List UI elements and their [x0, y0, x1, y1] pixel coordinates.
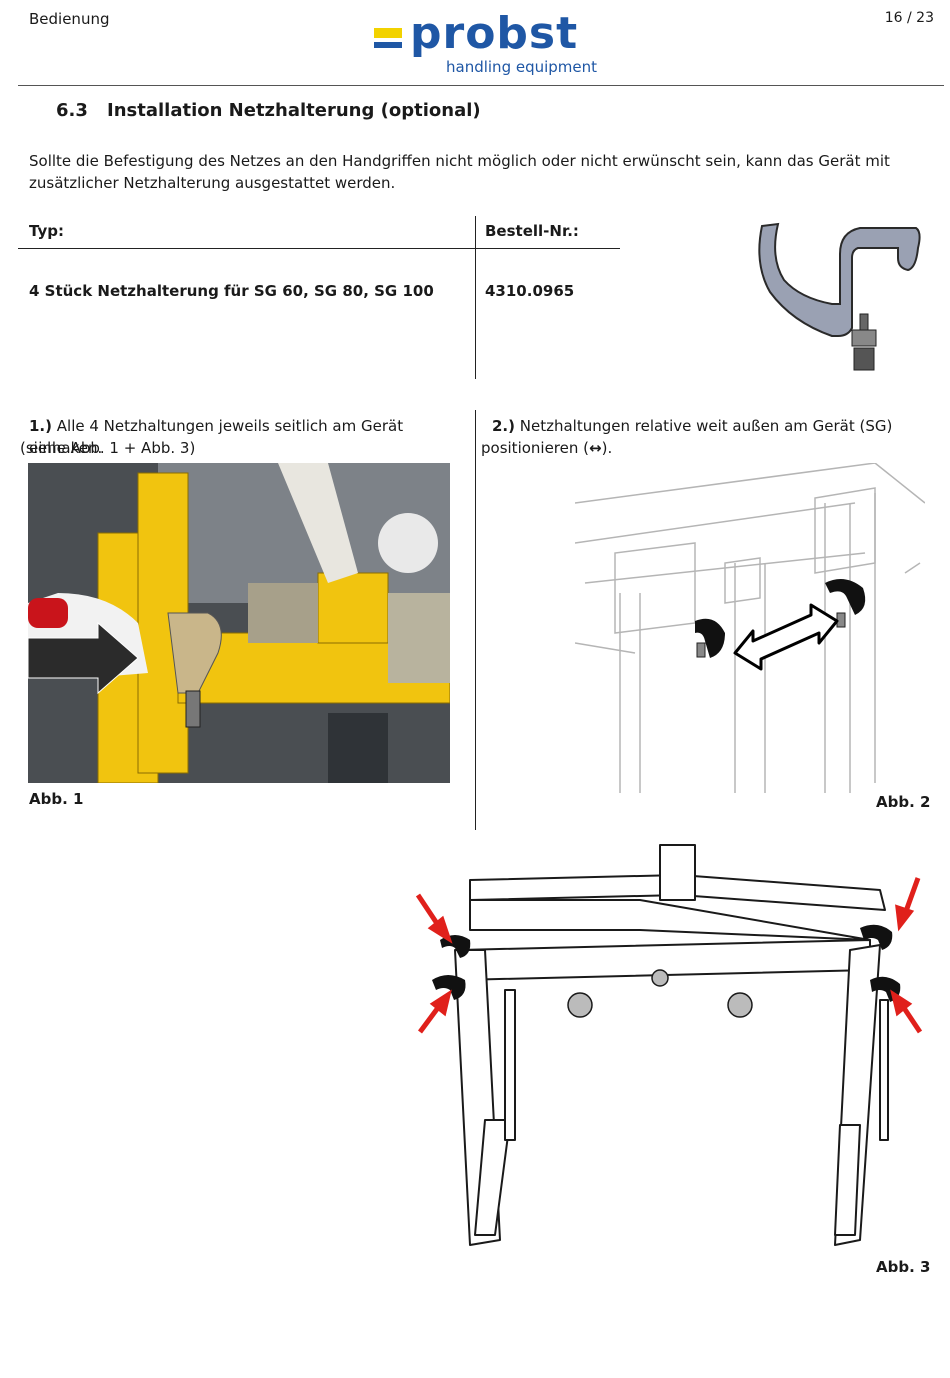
figure-3-drawing [415, 844, 923, 1246]
table-cell-order-no: 4310.0965 [485, 282, 575, 300]
step-2-text: Netzhaltungen relative weit außen am Ger… [515, 417, 893, 435]
section-title: Installation Netzhalterung (optional) [107, 100, 481, 121]
step-2-post: ). [601, 439, 613, 457]
figure-3-caption: Abb. 3 [876, 1258, 931, 1276]
figure-1-caption: Abb. 1 [29, 790, 84, 808]
step-1-reference: (siehe Abb. 1 + Abb. 3) [20, 439, 196, 457]
double-arrow-icon: ↔ [589, 439, 602, 457]
table-header-rule [18, 248, 620, 249]
logo-subtitle: handling equipment [446, 58, 598, 76]
logo-bar-yellow [374, 28, 402, 38]
brand-logo: probst handling equipment [372, 8, 602, 80]
step-2-number: 2.) [492, 417, 515, 435]
logo-word: probst [410, 8, 579, 59]
table-header-order-no: Bestell-Nr.: [485, 222, 579, 240]
step-1-number: 1.) [29, 417, 52, 435]
table-column-rule [475, 216, 476, 379]
figure-1-photo [28, 463, 450, 783]
net-holder-image [758, 222, 921, 371]
intro-paragraph: Sollte die Befestigung des Netzes an den… [29, 152, 890, 192]
figure-2-caption: Abb. 2 [876, 793, 931, 811]
step-1-text: Alle 4 Netzhaltungen jeweils seitlich am… [29, 417, 404, 457]
page-number: 16 / 23 [884, 10, 934, 26]
step-1: 1.) Alle 4 Netzhaltungen jeweils seitlic… [29, 415, 469, 459]
header-section-label: Bedienung [29, 10, 110, 28]
column-divider [475, 410, 476, 830]
header-divider [18, 85, 944, 86]
step-2-pre: positionieren ( [481, 439, 590, 457]
table-header-type: Typ: [29, 222, 64, 240]
step-2: 2.) Netzhaltungen relative weit außen am… [492, 415, 932, 437]
step-2-line2: positionieren (↔). [481, 437, 612, 459]
section-number: 6.3 [56, 100, 88, 121]
logo-bar-blue [374, 42, 402, 48]
figure-2-drawing [575, 463, 925, 793]
table-cell-type: 4 Stück Netzhalterung für SG 60, SG 80, … [29, 282, 434, 300]
